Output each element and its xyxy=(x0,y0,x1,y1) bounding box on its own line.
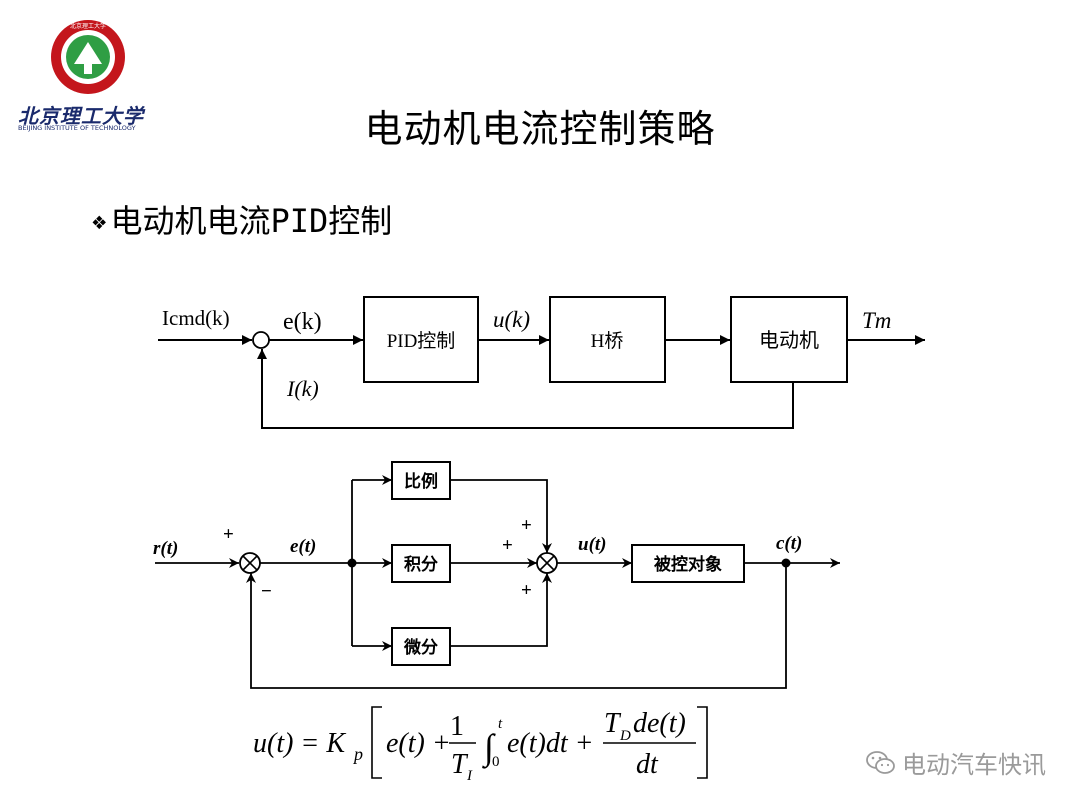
pid-control-label: PID控制 xyxy=(387,330,456,352)
wechat-icon xyxy=(866,750,896,776)
comparator-junction xyxy=(239,552,261,574)
adder-plus-bottom: + xyxy=(521,580,532,601)
integral-upper-limit: t xyxy=(498,716,503,732)
derivative-block xyxy=(391,627,451,666)
control-label: u(k) xyxy=(493,307,530,332)
logo-name-cn: 北京理工大学 xyxy=(18,104,144,128)
formula-term2: e(t)dt + xyxy=(507,728,594,759)
output-signal-label: c(t) xyxy=(776,533,802,554)
integral-block xyxy=(391,544,451,583)
logo-name-en: BEIJING INSTITUTE OF TECHNOLOGY xyxy=(18,124,136,132)
adder-plus-left: + xyxy=(502,535,513,556)
proportional-block xyxy=(391,461,451,500)
h-bridge-label: H桥 xyxy=(591,330,624,352)
formula-lhs: u(t) = K xyxy=(253,728,346,759)
watermark: 电动汽车快讯 xyxy=(866,745,1046,780)
frac2-numerator-rest: de(t) xyxy=(633,708,686,739)
unity-feedback-path xyxy=(246,563,787,689)
frac1-denominator-subscript: I xyxy=(466,768,473,784)
left-bracket xyxy=(371,706,382,779)
logo-seal-icon: 北京理工大学 xyxy=(51,20,125,94)
reference-label: r(t) xyxy=(153,538,178,559)
derivative-label: 微分 xyxy=(403,637,438,657)
comparator-plus: + xyxy=(223,524,234,545)
feedback-path xyxy=(257,349,794,429)
integral-label: 积分 xyxy=(404,555,438,574)
watermark-text: 电动汽车快讯 xyxy=(902,751,1046,779)
motor-block xyxy=(730,296,848,383)
pid-control-block xyxy=(363,296,479,383)
frac2-numerator-subscript: D xyxy=(619,728,631,744)
proportional-label: 比例 xyxy=(404,471,438,491)
output-label: Tm xyxy=(862,308,891,333)
section-heading-text: 电动机电流PID控制 xyxy=(110,202,393,240)
error-signal-label: e(t) xyxy=(290,536,316,557)
diamond-bullet-icon: ❖ xyxy=(92,207,107,235)
right-bracket xyxy=(697,706,708,779)
control-signal-label: u(t) xyxy=(578,534,607,555)
integral-lower-limit: 0 xyxy=(492,754,500,770)
integral-sign: ∫ xyxy=(482,727,496,769)
plant-block xyxy=(631,544,745,583)
section-heading: ❖电动机电流PID控制 xyxy=(92,196,392,242)
svg-text:北京理工大学: 北京理工大学 xyxy=(70,22,106,30)
page-title: 电动机电流控制策略 xyxy=(364,107,716,151)
frac1-numerator: 1 xyxy=(450,711,464,742)
adder-plus-top: + xyxy=(521,515,532,536)
frac2-numerator-t: T xyxy=(604,708,622,739)
motor-label: 电动机 xyxy=(759,329,819,352)
d-output-path xyxy=(450,573,552,647)
formula-term1: e(t) + xyxy=(386,728,451,759)
feedback-label: I(k) xyxy=(286,376,319,401)
error-label: e(k) xyxy=(283,309,322,335)
p-output-path xyxy=(450,479,552,553)
frac1-denominator: T xyxy=(451,749,469,780)
university-logo: 北京理工大学 北京理工大学 BEIJING INSTITUTE OF TECHN… xyxy=(10,12,160,137)
formula-kp-subscript: p xyxy=(352,744,363,764)
frac2-denominator: dt xyxy=(636,749,659,780)
plant-label: 被控对象 xyxy=(654,554,722,574)
h-bridge-block xyxy=(549,296,666,383)
comparator-minus: − xyxy=(261,581,272,602)
input-label: Icmd(k) xyxy=(162,306,230,330)
